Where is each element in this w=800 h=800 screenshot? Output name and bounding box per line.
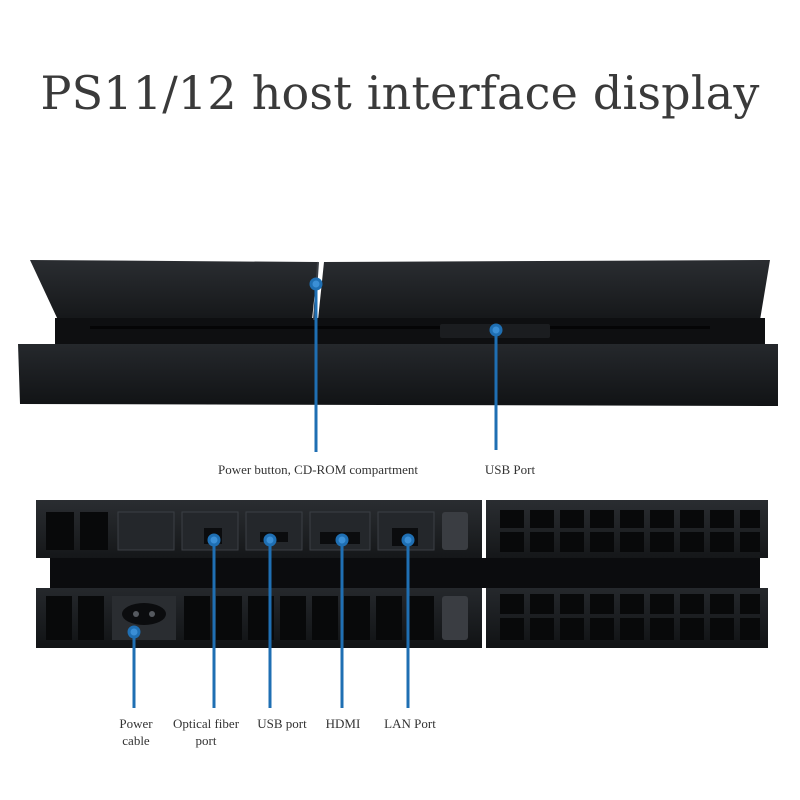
callout-dot-lan [401,533,415,547]
callout-dot-power-button [309,277,323,291]
rear-recess [50,558,760,588]
callout-dot-power-cable [127,625,141,639]
label-rear-usb-port: USB port [257,716,307,731]
front-top-slab-right [318,260,770,320]
rear-bottom-right-vents [500,594,760,640]
callout-dot-rear-usb [263,533,277,547]
label-power-button: Power button, CD-ROM compartment [217,462,419,477]
label-hdmi: HDMI [325,716,361,731]
front-recess [55,318,765,344]
label-optical-port: Optical fiber port [172,716,240,748]
label-front-usb-port: USB Port [484,462,536,477]
callout-dot-hdmi [335,533,349,547]
rear-top-right-vents [500,510,760,552]
label-power-cable: Power cable [119,716,153,748]
rear-view [36,500,768,648]
front-view [18,260,778,406]
callouts [127,277,503,708]
front-disc-slot [90,326,710,329]
callout-dot-front-usb [489,323,503,337]
power-socket-shape [122,603,166,625]
front-top-slab [30,260,318,320]
page-title: PS11/12 host interface display [40,66,760,120]
callout-dot-optical [207,533,221,547]
front-bottom-slab [18,344,778,406]
label-lan-port: LAN Port [384,716,436,731]
rear-panel-blank [117,511,175,551]
rear-bottom-left-vents [46,596,434,640]
